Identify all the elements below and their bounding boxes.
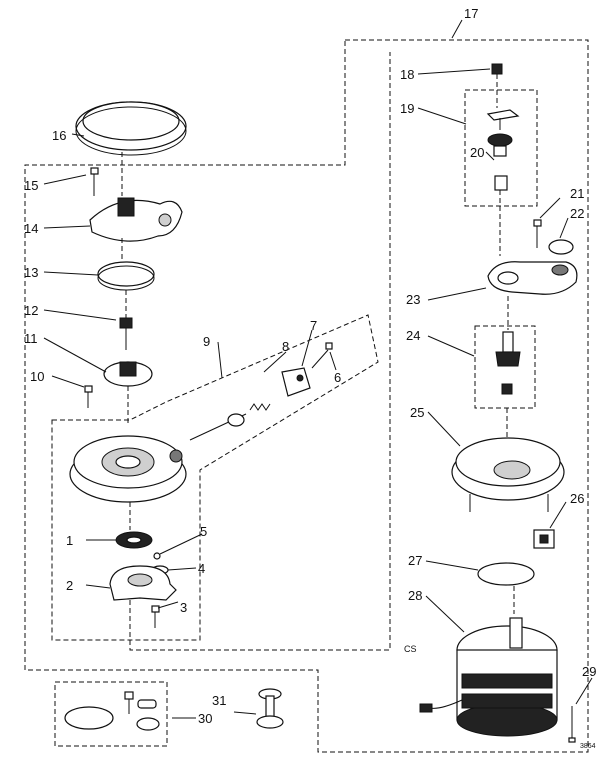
nut-part-18 [491, 63, 503, 75]
label-26: 26 [570, 491, 584, 506]
label-30: 30 [198, 711, 212, 726]
impeller-part-11 [103, 361, 153, 387]
clip-part-19 [486, 109, 520, 130]
label-4: 4 [198, 561, 205, 576]
label-1: 1 [66, 533, 73, 548]
label-8: 8 [282, 339, 289, 354]
label-15: 15 [24, 178, 38, 193]
disc-part-27 [477, 562, 535, 586]
label-19: 19 [400, 101, 414, 116]
label-20: 20 [470, 145, 484, 160]
screw-part-3 [151, 605, 160, 628]
small-ring-part [136, 717, 160, 731]
label-29: 29 [582, 664, 596, 679]
motor-part-28 [419, 617, 558, 737]
bushing-part-20 [487, 133, 513, 191]
bracket-part-2 [109, 565, 177, 601]
part-labels: 16 15 14 13 12 11 10 9 8 7 6 1 2 3 4 5 1… [24, 6, 596, 750]
label-17: 17 [464, 6, 478, 21]
label-24: 24 [406, 328, 420, 343]
parts-left [69, 101, 333, 628]
label-14: 14 [24, 221, 38, 236]
seal-part-13 [97, 261, 155, 291]
label-6: 6 [334, 370, 341, 385]
label-11: 11 [24, 331, 38, 346]
base-housing-part-25 [451, 437, 565, 512]
connector-part-26 [533, 529, 555, 549]
label-3: 3 [180, 600, 187, 615]
label-9: 9 [203, 334, 210, 349]
ring-part-16 [75, 101, 187, 156]
box-30-outline [54, 681, 168, 747]
pump-housing-outline [51, 314, 379, 641]
ball-part-5 [153, 552, 161, 560]
ring-part-22 [548, 239, 574, 255]
screw-part-10 [84, 385, 93, 408]
parts-kit [64, 688, 284, 731]
label-7: 7 [310, 318, 317, 333]
assembly-outlines [24, 39, 589, 753]
box-19-outline [464, 89, 538, 207]
label-28: 28 [408, 588, 422, 603]
valve-assembly-part-9 [189, 342, 333, 441]
gear-plate-part-14 [89, 197, 183, 242]
screw-part-15 [90, 167, 99, 196]
leader-lines [43, 19, 593, 719]
reference-number: 3864 [580, 743, 596, 750]
label-2: 2 [66, 578, 73, 593]
small-gasket-part [137, 699, 157, 709]
label-16: 16 [52, 128, 66, 143]
label-27: 27 [408, 553, 422, 568]
label-25: 25 [410, 405, 424, 420]
box-24-outline [474, 325, 536, 409]
label-31: 31 [212, 693, 226, 708]
label-22: 22 [570, 206, 584, 221]
bracket-plate-part-23 [487, 261, 578, 295]
label-13: 13 [24, 265, 38, 280]
plug-part-31 [256, 688, 284, 729]
belt-part-30 [64, 706, 114, 730]
gasket-part-1 [115, 531, 153, 549]
motor-code-note: CS [404, 644, 417, 654]
screw-part-21 [533, 219, 542, 248]
label-21: 21 [570, 186, 584, 201]
label-12: 12 [24, 303, 38, 318]
motor-return-line [129, 52, 391, 651]
parts-right [419, 63, 578, 743]
label-5: 5 [200, 524, 207, 539]
label-18: 18 [400, 67, 414, 82]
pump-housing [69, 435, 187, 503]
screw-kit-part [124, 691, 134, 714]
shaft-part-24 [495, 331, 521, 395]
label-23: 23 [406, 292, 420, 307]
fastener-part-12 [119, 317, 133, 350]
screw-part-29 [568, 706, 576, 743]
label-10: 10 [30, 369, 44, 384]
assembly-17-outline [24, 39, 589, 753]
